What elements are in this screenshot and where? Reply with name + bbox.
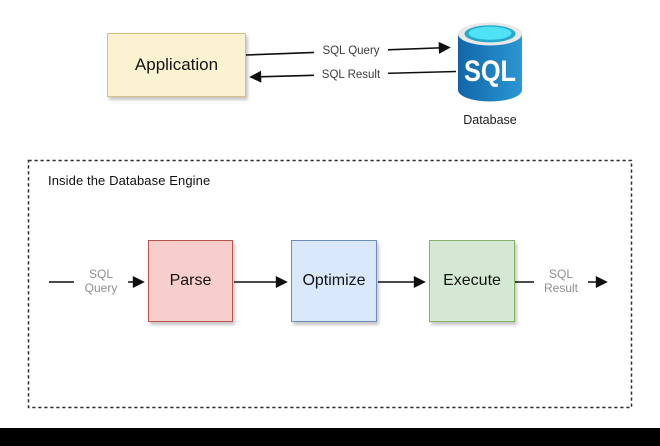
application-box: Application xyxy=(107,33,246,97)
stage-execute-box: Execute xyxy=(429,240,515,322)
letterbox-bar xyxy=(0,428,660,446)
stage-execute-label: Execute xyxy=(443,272,501,289)
flow-input-label-line1: SQL xyxy=(88,267,113,281)
stage-parse-label: Parse xyxy=(169,272,212,289)
flow-input-label-line2: Query xyxy=(84,281,118,295)
application-label: Application xyxy=(134,55,219,74)
stage-parse-box: Parse xyxy=(148,240,233,322)
sql-database-icon: SQL xyxy=(458,22,522,102)
sql-query-arrow-label: SQL Query xyxy=(314,44,388,58)
sql-icon-text: SQL xyxy=(464,55,516,88)
stage-optimize-label: Optimize xyxy=(302,272,366,289)
flow-output-label-line2: Result xyxy=(543,281,578,295)
engine-title: Inside the Database Engine xyxy=(48,173,211,188)
cylinder-top-surface xyxy=(468,26,512,40)
sql-result-arrow-label: SQL Result xyxy=(314,68,388,82)
database-caption: Database xyxy=(463,113,517,127)
cylinder-body xyxy=(458,34,522,102)
flow-input-label: SQL Query xyxy=(74,267,128,295)
flow-output-label-line1: SQL xyxy=(548,267,573,281)
stage-optimize-box: Optimize xyxy=(291,240,377,322)
flow-output-label: SQL Result xyxy=(534,267,588,295)
